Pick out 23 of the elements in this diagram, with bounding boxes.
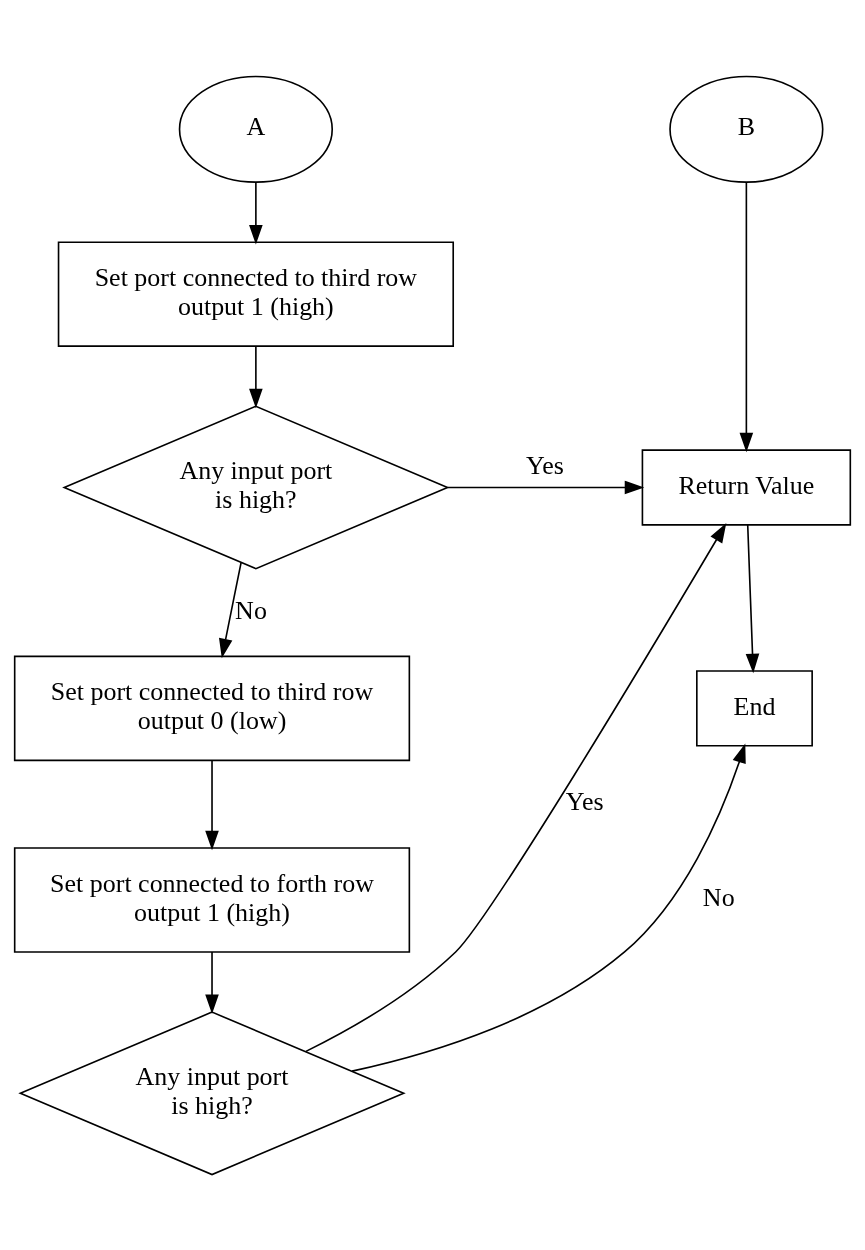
arrow [205,759,219,850]
edge-label: Yes [565,786,604,816]
node-ellipse: A [178,75,333,183]
arrow [446,480,645,494]
arrow [739,181,754,452]
node-ellipse: B [669,75,824,183]
arrow [351,742,746,1072]
node-diamond: Any input port is high? [62,404,450,570]
node-box: End [696,669,813,747]
arrow [305,522,727,1052]
arrow [249,181,263,244]
arrow [249,344,263,408]
edge-label: No [235,595,267,625]
node-box: Set port connected to forth row output 1 (high) [13,846,411,953]
edge-label: No [702,882,735,912]
node-box: Set port connected to third row output 1 (high) [57,240,454,347]
node-box: Return Value [641,448,852,526]
arrow [218,561,242,658]
edge-label: Yes [526,450,564,480]
node-diamond: Any input port is high? [18,1010,406,1175]
arrow [745,523,760,673]
arrow [205,950,219,1014]
node-box: Set port connected to third row output 0 (low) [13,655,411,761]
